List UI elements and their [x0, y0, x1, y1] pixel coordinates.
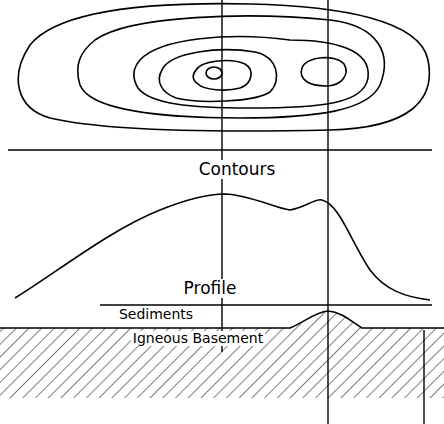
profile-curve — [15, 194, 430, 300]
sediments-label: Sediments — [117, 307, 195, 322]
basement-surface — [0, 311, 444, 328]
profile-label: Profile — [182, 279, 239, 298]
contours-label: Contours — [197, 160, 278, 179]
basement-label: Igneous Basement — [131, 331, 265, 346]
contour-lines — [18, 4, 429, 131]
basement-hatching — [0, 311, 444, 398]
